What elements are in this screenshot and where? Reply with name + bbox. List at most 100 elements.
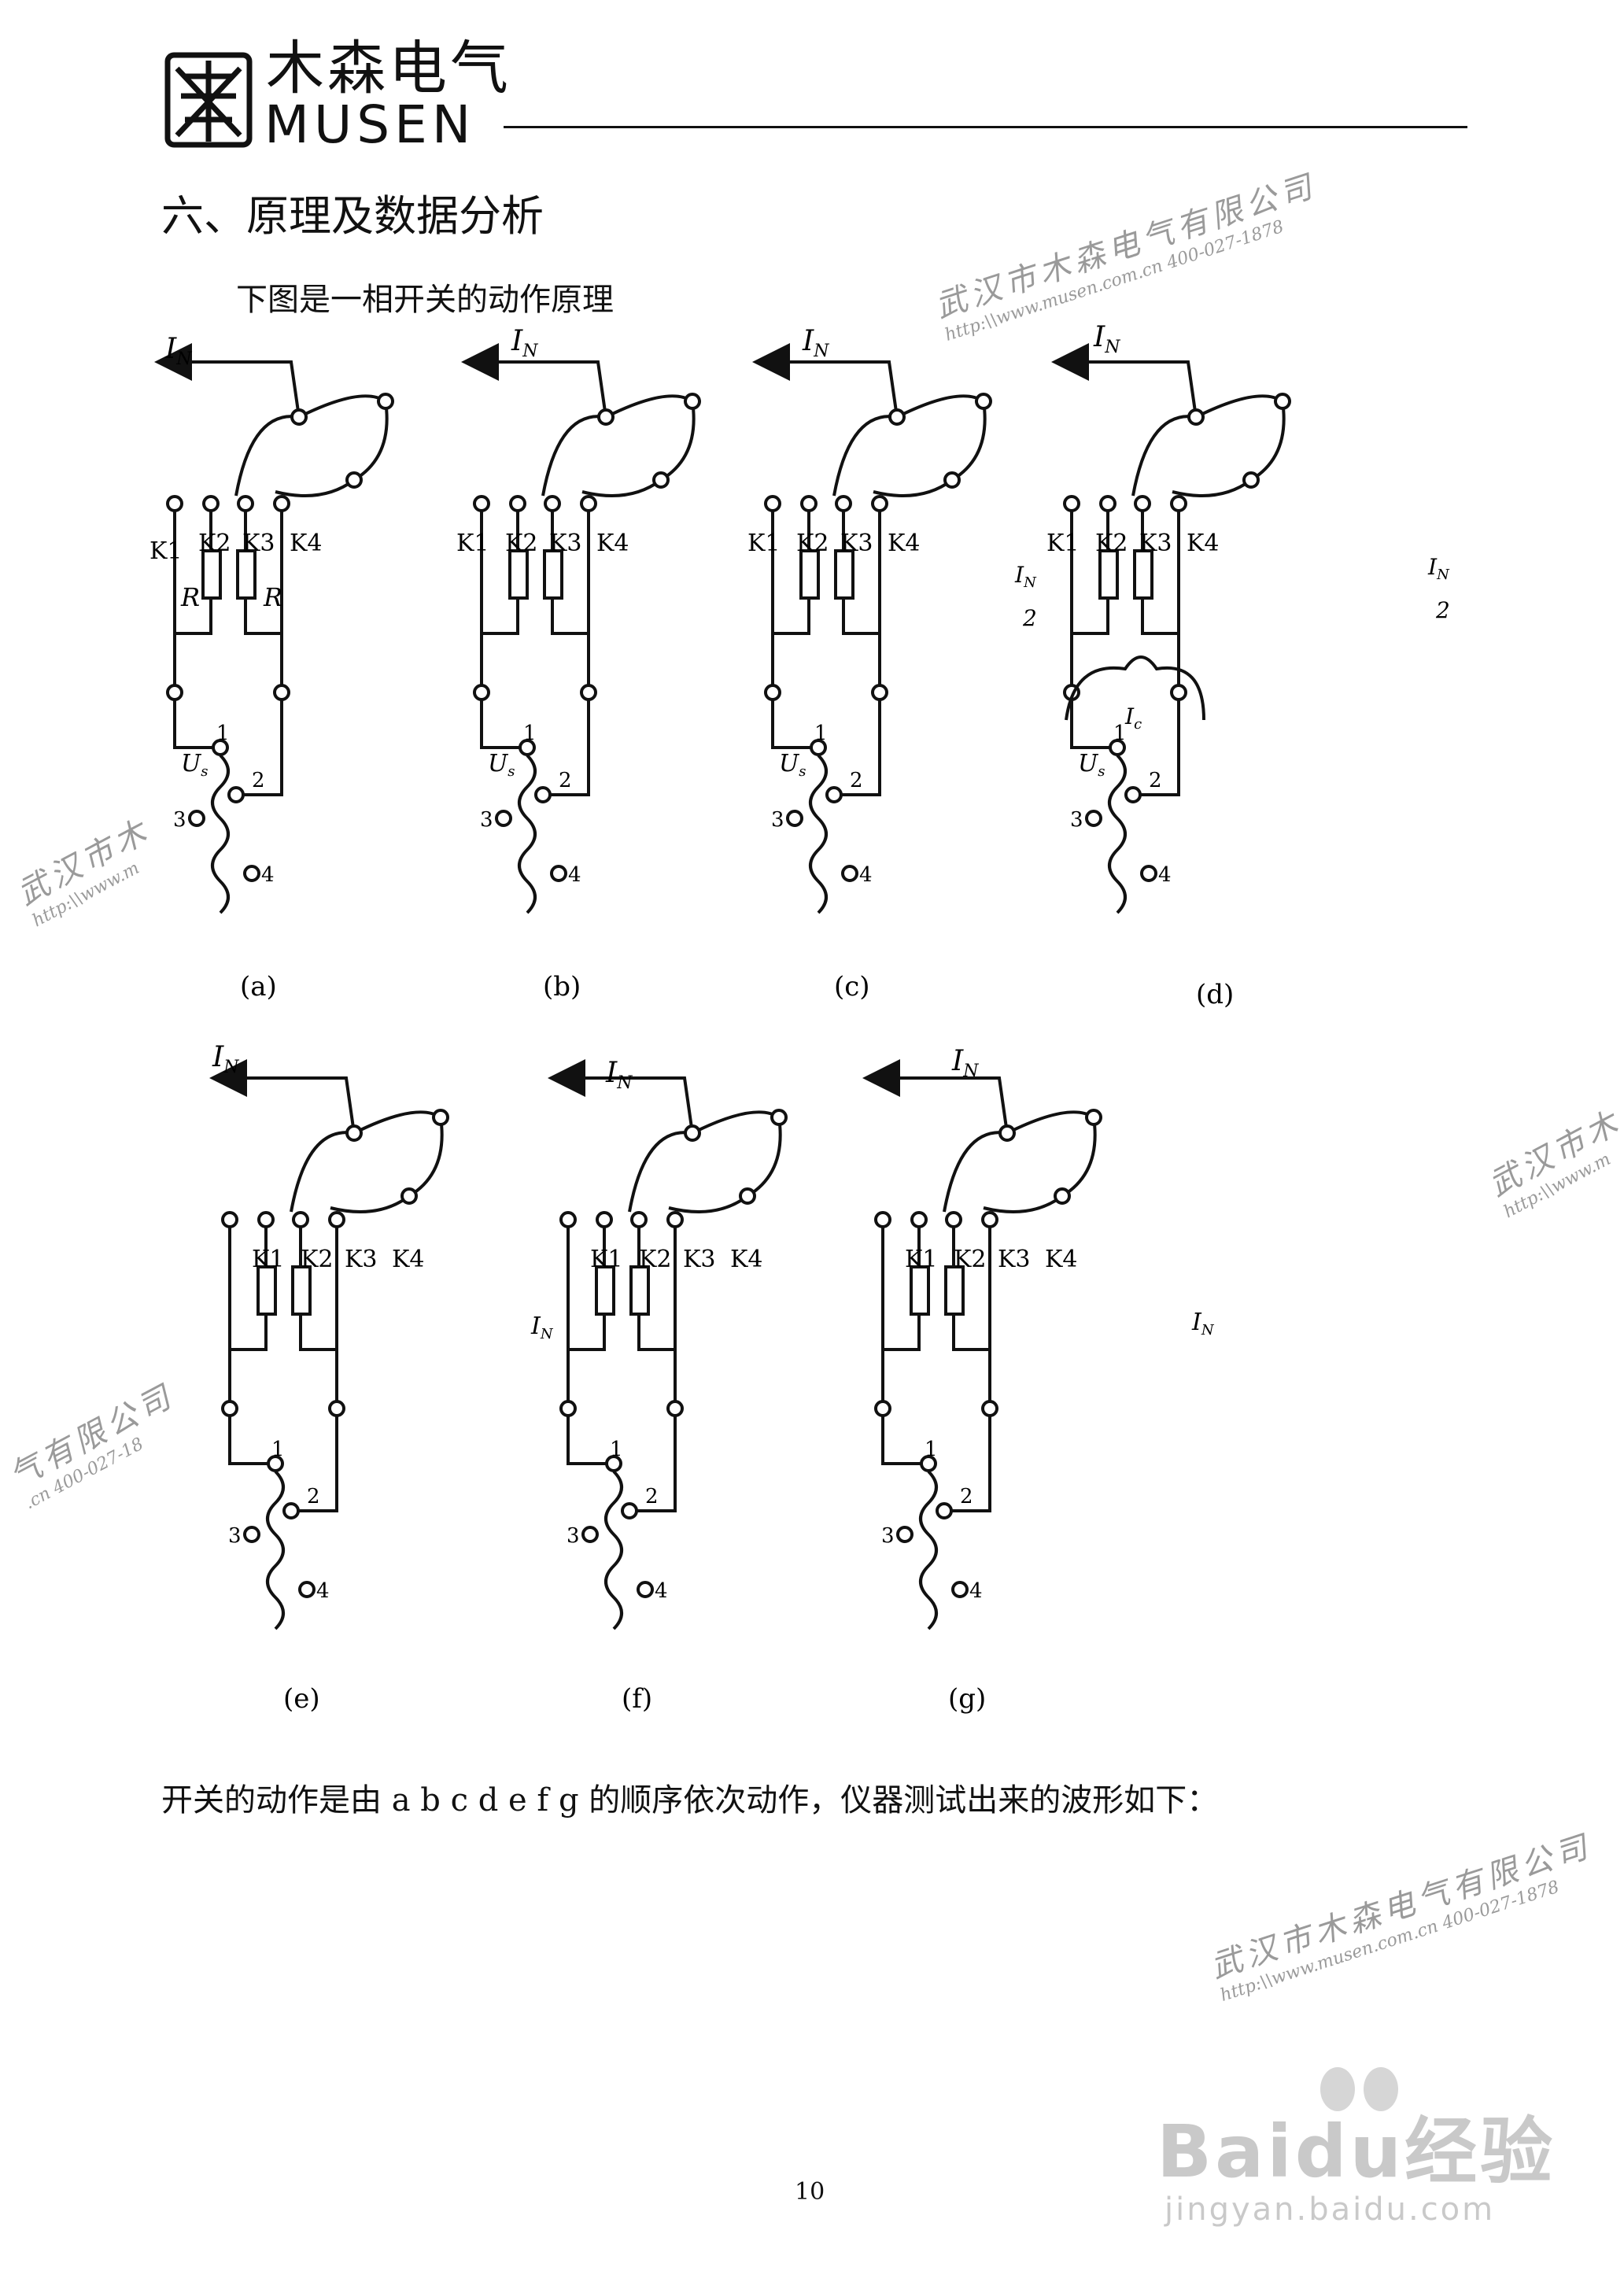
page-number: 10 bbox=[795, 2178, 825, 2206]
svg-text:1: 1 bbox=[610, 1438, 623, 1461]
caption-text: 开关的动作是由 a b c d e f g 的顺序依次动作，仪器测试出来的波形如… bbox=[161, 1782, 1219, 1819]
voltage-label-d: U bbox=[1078, 750, 1099, 777]
svg-text:K2: K2 bbox=[301, 1246, 334, 1273]
panel-e bbox=[223, 1078, 448, 1629]
half-current-left: I bbox=[1014, 562, 1024, 588]
svg-text:K2: K2 bbox=[198, 530, 231, 557]
svg-text:K2: K2 bbox=[954, 1246, 987, 1273]
svg-text:K1: K1 bbox=[149, 537, 183, 565]
panel-label-d: (d) bbox=[1196, 979, 1234, 1010]
svg-text:K3: K3 bbox=[683, 1246, 716, 1273]
brand-name-english: MUSEN bbox=[264, 94, 476, 155]
panel-b bbox=[474, 362, 699, 913]
current-label-e: I bbox=[212, 1041, 224, 1073]
svg-text:IN: IN bbox=[1427, 554, 1450, 583]
baidu-jingyan-url: jingyan.baidu.com bbox=[1164, 2191, 1496, 2228]
svg-text:4: 4 bbox=[261, 863, 275, 887]
baidu-paw-icon bbox=[1320, 2067, 1398, 2111]
svg-text:K3: K3 bbox=[242, 530, 275, 557]
voltage-label-a: U bbox=[181, 750, 202, 777]
panel-g bbox=[876, 1078, 1101, 1629]
svg-text:IN: IN bbox=[605, 1057, 633, 1093]
svg-text:K4: K4 bbox=[392, 1246, 425, 1273]
svg-text:2: 2 bbox=[559, 769, 572, 792]
svg-text:Us: Us bbox=[779, 750, 806, 780]
voltage-label-c: U bbox=[779, 750, 800, 777]
svg-text:4: 4 bbox=[316, 1579, 330, 1603]
svg-text:K4: K4 bbox=[1045, 1246, 1078, 1273]
svg-text:K3: K3 bbox=[1139, 530, 1172, 557]
intro-text: 下图是一相开关的动作原理 bbox=[236, 282, 614, 318]
svg-text:1: 1 bbox=[216, 722, 230, 745]
watermark-left: 武汉市木 http:\\www.m bbox=[11, 812, 157, 932]
panel-label-a: (a) bbox=[240, 971, 277, 1002]
svg-text:K4: K4 bbox=[1187, 530, 1220, 557]
svg-text:K3: K3 bbox=[549, 530, 582, 557]
musen-logo-icon bbox=[164, 52, 253, 148]
svg-text:IN: IN bbox=[951, 1045, 979, 1081]
panel-label-c: (c) bbox=[834, 971, 870, 1002]
voltage-label-b: U bbox=[488, 750, 509, 777]
resistor-label-2: R bbox=[263, 582, 282, 612]
svg-text:K1: K1 bbox=[590, 1246, 623, 1273]
svg-text:IN: IN bbox=[212, 1041, 239, 1077]
svg-text:3: 3 bbox=[480, 808, 493, 832]
current-label-d: I bbox=[1093, 321, 1105, 353]
svg-text:IN: IN bbox=[1093, 321, 1120, 357]
half-current-right: I bbox=[1427, 554, 1438, 580]
current-label-g: I bbox=[951, 1045, 964, 1077]
svg-text:K2: K2 bbox=[505, 530, 538, 557]
tap-labels-e: 1 2 3 4 bbox=[228, 1438, 330, 1603]
svg-text:3: 3 bbox=[567, 1524, 580, 1548]
circulating-current-label: I bbox=[1124, 703, 1135, 729]
contact-labels-f: K1 K2 K3 K4 bbox=[590, 1246, 763, 1273]
svg-text:4: 4 bbox=[1158, 863, 1172, 887]
svg-text:2: 2 bbox=[960, 1485, 973, 1508]
svg-text:K4: K4 bbox=[730, 1246, 763, 1273]
svg-text:1: 1 bbox=[271, 1438, 285, 1461]
svg-text:3: 3 bbox=[228, 1524, 242, 1548]
svg-text:K3: K3 bbox=[345, 1246, 378, 1273]
svg-text:4: 4 bbox=[969, 1579, 983, 1603]
watermark-mid-right: 武汉市木 http:\\www.m bbox=[1482, 1103, 1624, 1223]
contact-labels-a: K1 K2 K3 K4 bbox=[149, 530, 323, 565]
panel-label-f: (f) bbox=[622, 1683, 652, 1715]
panel-label-g: (g) bbox=[948, 1683, 986, 1715]
svg-text:4: 4 bbox=[859, 863, 873, 887]
resistor-label-1: R bbox=[180, 582, 200, 612]
watermark-bottom-right: 武汉市木森电气有限公司 http:\\www.musen.com.cn 400-… bbox=[1206, 1828, 1596, 2006]
svg-text:IN: IN bbox=[511, 325, 538, 361]
svg-text:K1: K1 bbox=[252, 1246, 285, 1273]
current-label-g-side: IN bbox=[1191, 1309, 1215, 1339]
contact-labels-e: K1 K2 K3 K4 bbox=[252, 1246, 425, 1273]
svg-text:1: 1 bbox=[523, 722, 537, 745]
svg-text:2: 2 bbox=[307, 1485, 320, 1508]
svg-text:1: 1 bbox=[814, 722, 828, 745]
svg-text:IN: IN bbox=[164, 333, 192, 369]
panel-a bbox=[168, 362, 393, 913]
svg-text:3: 3 bbox=[1070, 808, 1083, 832]
svg-text:K2: K2 bbox=[796, 530, 829, 557]
svg-text:3: 3 bbox=[173, 808, 186, 832]
current-label-f: I bbox=[605, 1057, 618, 1089]
current-label-a: I bbox=[164, 333, 177, 365]
svg-text:2: 2 bbox=[1149, 769, 1162, 792]
svg-text:K2: K2 bbox=[639, 1246, 672, 1273]
panel-c bbox=[766, 362, 991, 913]
svg-text:IN: IN bbox=[1014, 562, 1037, 591]
svg-text:2: 2 bbox=[850, 769, 863, 792]
baidu-jingyan-logo: Baidu经验 bbox=[1157, 2110, 1556, 2194]
svg-text:3: 3 bbox=[881, 1524, 895, 1548]
panel-label-b: (b) bbox=[543, 971, 581, 1002]
svg-text:Us: Us bbox=[488, 750, 515, 780]
svg-text:2: 2 bbox=[1022, 605, 1037, 631]
svg-text:4: 4 bbox=[655, 1579, 668, 1603]
svg-text:K4: K4 bbox=[290, 530, 323, 557]
